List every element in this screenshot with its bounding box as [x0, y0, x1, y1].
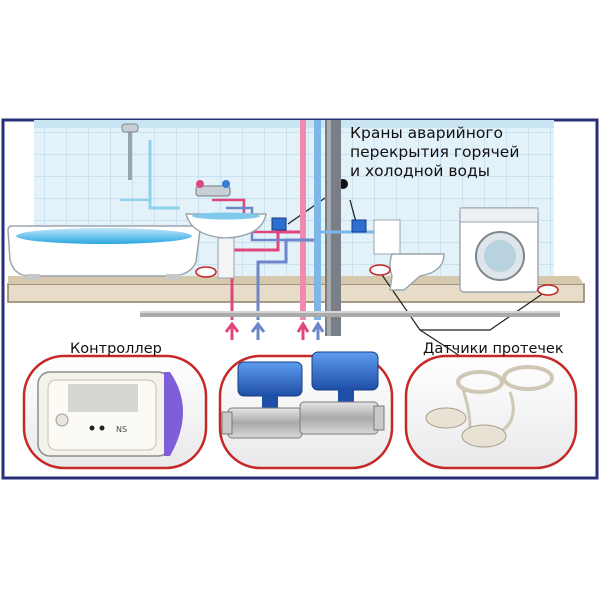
toilet-bowl: [389, 253, 445, 291]
valve-2-neck: [338, 388, 354, 402]
cold-riser: [314, 120, 321, 320]
cold-valve-wall: [351, 219, 367, 233]
wall-pipe: [120, 199, 151, 208]
valve-2-port: [373, 405, 385, 431]
faucet-body: [195, 185, 231, 197]
floor-sensor-washer: [537, 284, 559, 296]
drain-riser-shade: [327, 120, 331, 336]
valve-2-actuator: [311, 351, 379, 391]
cold-supply-pipe: [256, 238, 314, 320]
valve-2-body: [299, 401, 379, 435]
valve-1-neck: [262, 394, 278, 408]
shower-head: [121, 123, 139, 133]
sensors-panel: [404, 354, 578, 470]
sensor-disc-1: [425, 407, 467, 429]
callout-leader-cold: [349, 199, 357, 223]
sink-water: [192, 212, 260, 220]
wall-top-band: [34, 120, 554, 128]
valves-callout: Краны аварийного перекрытия горячей и хо…: [350, 124, 519, 181]
cold-knob: [222, 180, 230, 188]
hot-arrow-up: [224, 321, 240, 340]
hot-riser-arrow: [296, 321, 310, 340]
valve-1-actuator: [237, 361, 303, 397]
hot-valve-wall: [271, 217, 287, 231]
bathtub-foot-left: [26, 274, 40, 280]
floor-front: [8, 276, 584, 284]
callout-line-1: Краны аварийного: [350, 124, 504, 142]
floor-sensor-toilet: [369, 264, 391, 276]
sensor-leader-line-2: [419, 329, 461, 357]
hot-knob: [196, 180, 204, 188]
callout-line-2: перекрытия горячей: [350, 143, 520, 161]
bathtub-water: [16, 228, 192, 244]
sensor-leader-line: [379, 271, 549, 331]
controller-button: [55, 413, 69, 427]
toilet-tank: [373, 219, 401, 255]
hot-riser: [300, 120, 306, 320]
washer-door-glass: [484, 240, 516, 272]
sensors-label: Датчики протечек: [423, 341, 564, 357]
valve-1-port: [221, 411, 233, 435]
controller-grille: [68, 384, 138, 412]
sensor-coil-1: [456, 370, 504, 394]
bathtub-foot-right: [166, 274, 180, 280]
controller-led-2: [99, 425, 105, 431]
valve-1-body: [227, 407, 303, 439]
sensor-cable: [460, 385, 472, 429]
sink-pedestal: [217, 237, 235, 279]
washer-panel: [459, 207, 539, 223]
controller-label: Контроллер: [70, 341, 162, 357]
sensor-disc-2: [461, 424, 507, 448]
controller-purple-edge: [164, 372, 183, 456]
sensor-coil-2: [502, 365, 554, 391]
shower-rail: [128, 128, 132, 180]
cold-riser-arrow: [311, 321, 325, 340]
callout-line-3: и холодной воды: [350, 162, 490, 180]
controller-brand: NS: [116, 425, 127, 434]
controller-led-1: [89, 425, 95, 431]
floor-sensor-bath: [195, 266, 217, 278]
cold-arrow-up: [250, 321, 266, 340]
